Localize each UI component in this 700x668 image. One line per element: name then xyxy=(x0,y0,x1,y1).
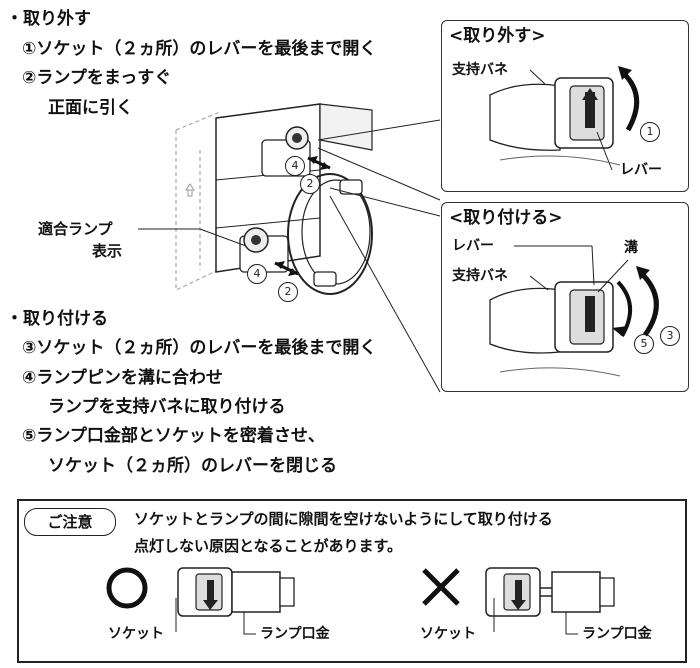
panel-remove-marker-1: 1 xyxy=(640,122,660,142)
panel-remove-title: <取り外す> xyxy=(449,26,546,46)
install-step-4b: ランプを支持バネに取り付ける xyxy=(48,397,286,417)
removal-heading: ・取り外す xyxy=(6,9,91,29)
caution-line-2: 点灯しない原因となることがあります。 xyxy=(134,537,403,555)
panel-install-groove-label: 溝 xyxy=(624,240,638,256)
marker-4-top: 4 xyxy=(285,156,305,176)
caution-line-1: ソケットとランプの間に隙間を空けないようにして取り付ける xyxy=(134,510,553,528)
panel-install-lever-label: レバー xyxy=(452,238,494,254)
marker-2-top: 2 xyxy=(300,174,320,194)
install-step-5a: ⑤ランプ口金部とソケットを密着させ、 xyxy=(22,426,325,446)
good-socket-label: ソケット xyxy=(108,626,164,642)
good-base-label: ランプ口金 xyxy=(260,626,330,642)
panel-install-marker-3: 3 xyxy=(660,326,680,346)
panel-remove-spring-label: 支持バネ xyxy=(452,62,508,78)
install-heading: ・取り付ける xyxy=(6,309,108,329)
bad-socket-label: ソケット xyxy=(420,626,476,642)
bad-base-label: ランプ口金 xyxy=(582,626,652,642)
lamp-label-line2: 表示 xyxy=(92,242,123,260)
install-step-5b: ソケット（２ヵ所）のレバーを閉じる xyxy=(48,456,337,476)
removal-step-2a: ②ランプをまっすぐ xyxy=(22,68,172,88)
correct-mark-icon xyxy=(106,567,148,609)
panel-install-title: <取り付ける> xyxy=(449,208,563,228)
install-step-4a: ④ランプピンを溝に合わせ xyxy=(22,368,223,388)
panel-install-spring-label: 支持バネ xyxy=(452,268,508,284)
caution-box xyxy=(17,499,687,663)
install-step-3: ③ソケット（２ヵ所）のレバーを最後まで開く xyxy=(22,338,377,358)
removal-step-1: ①ソケット（２ヵ所）のレバーを最後まで開く xyxy=(22,39,377,59)
caution-badge: ご注意 xyxy=(24,508,116,536)
incorrect-mark-icon xyxy=(422,568,460,606)
lamp-label-line1: 適合ランプ xyxy=(38,220,113,238)
marker-2-bottom: 2 xyxy=(278,282,298,302)
removal-step-2b: 正面に引く xyxy=(48,98,133,118)
marker-4-bottom: 4 xyxy=(247,264,267,284)
panel-remove-lever-label: レバー xyxy=(620,162,662,178)
panel-install-marker-5: 5 xyxy=(634,334,654,354)
